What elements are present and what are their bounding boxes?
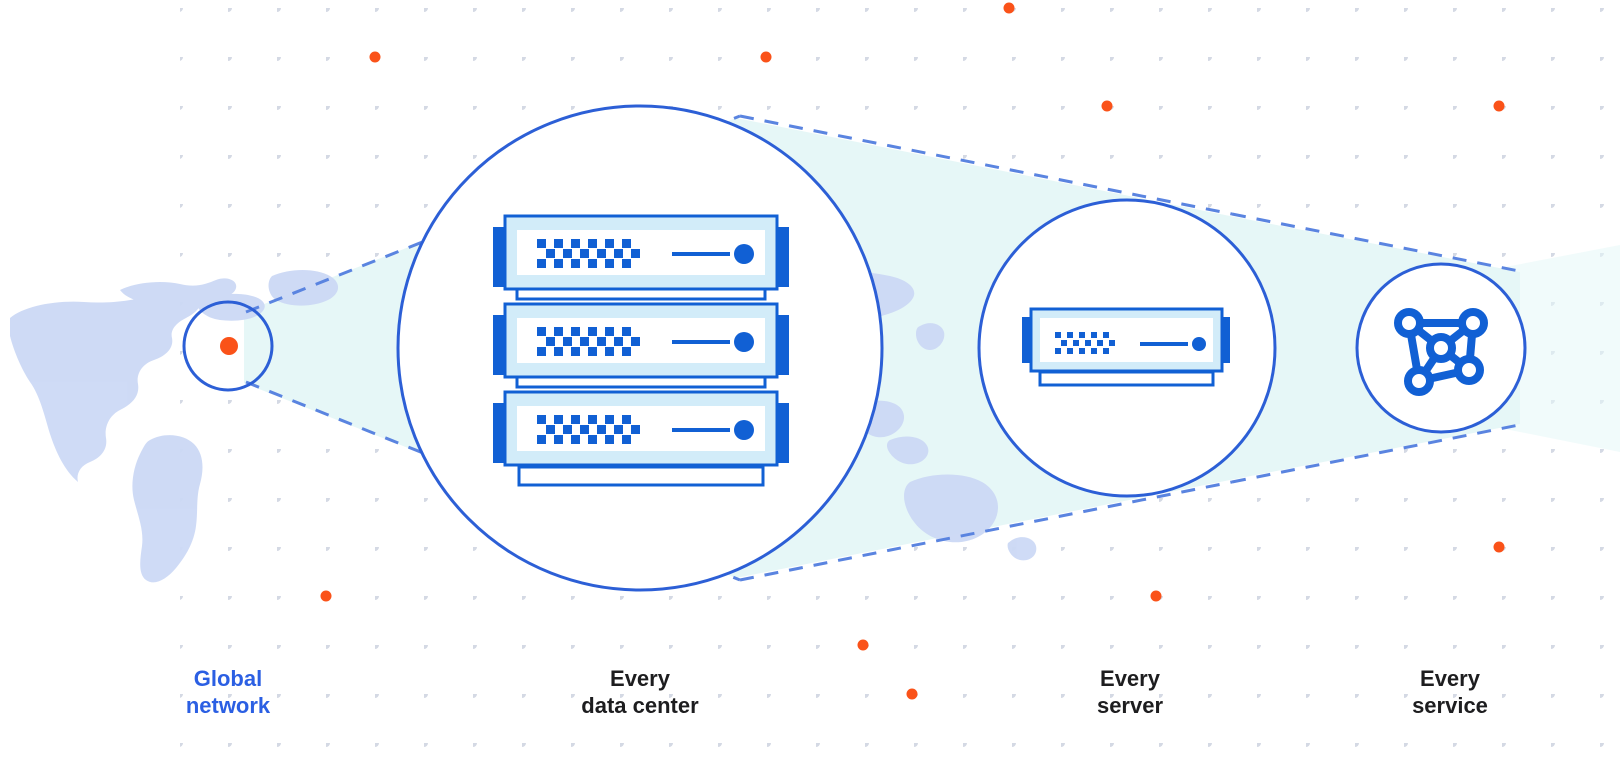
accent-dots: [320, 2, 1505, 700]
mesh-node-bottom-left: [1404, 366, 1434, 396]
status-led: [1192, 337, 1206, 351]
dashed-top-datacenter-to-server: [739, 114, 1233, 216]
server-rack-icon: [493, 214, 789, 487]
accent-dot: [1150, 590, 1162, 602]
accent-dot: [1493, 541, 1505, 553]
server-base: [1038, 370, 1215, 387]
mesh-node-top-left: [1394, 308, 1424, 338]
accent-dot: [1493, 100, 1505, 112]
mesh-node-top-right: [1458, 308, 1488, 338]
dashed-bottom-global-to-datacenter: [245, 380, 741, 582]
stage-label-every-data-center: Every data center: [581, 666, 699, 718]
map-location-marker: [220, 337, 238, 355]
dashed-bottom-datacenter-to-server: [739, 480, 1233, 582]
single-server-icon: [1022, 307, 1230, 387]
status-led: [734, 420, 754, 440]
network-mesh-icon: [1394, 308, 1488, 396]
stage-label-global-network: Global network: [185, 666, 271, 718]
accent-dot: [857, 639, 869, 651]
rack-unit-2: [493, 302, 789, 389]
rack-base: [517, 465, 765, 487]
rack-unit-3: [493, 390, 789, 467]
accent-dot: [906, 688, 918, 700]
map-highlight-circle: [182, 300, 274, 392]
accent-dot: [320, 590, 332, 602]
accent-dot: [1101, 100, 1113, 112]
rack-unit-1: [493, 214, 789, 301]
accent-dot: [369, 51, 381, 63]
cone-right-bleed: [1500, 245, 1620, 452]
stage-label-every-server: Every server: [1096, 666, 1164, 718]
accent-dot: [760, 51, 772, 63]
mesh-node-center: [1426, 333, 1456, 363]
status-led: [734, 244, 754, 264]
accent-dot: [1003, 2, 1015, 14]
mesh-node-bottom-right: [1454, 355, 1484, 385]
stage-label-every-service: Every service: [1412, 666, 1488, 718]
status-led: [734, 332, 754, 352]
zoom-dashed-lines: [245, 114, 1525, 582]
dashed-top-global-to-datacenter: [245, 114, 741, 314]
